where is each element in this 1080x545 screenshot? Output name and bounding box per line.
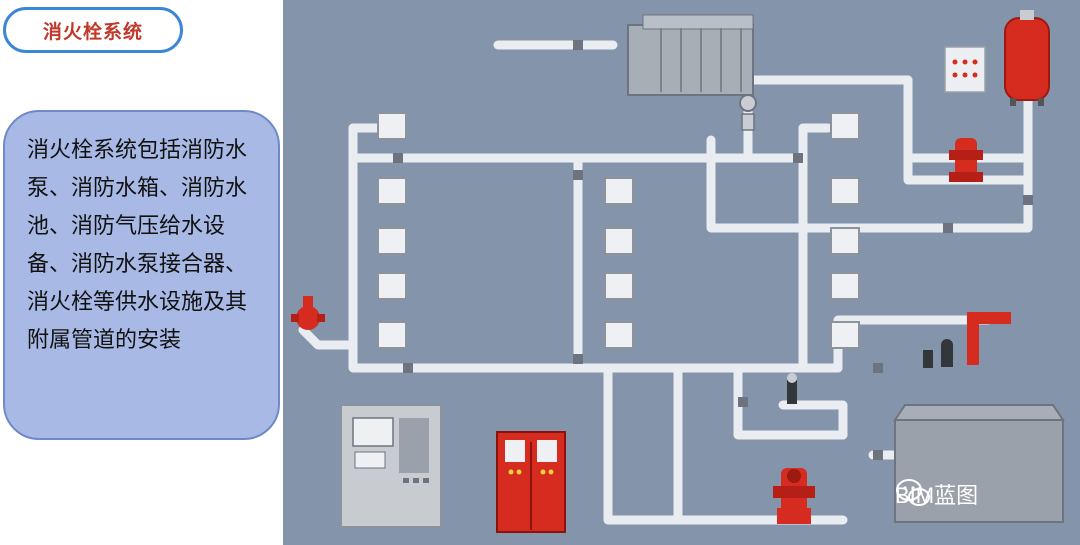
watermark: BIM蓝图 — [895, 478, 978, 510]
valves — [393, 40, 1033, 460]
regulating-pumps — [949, 138, 983, 182]
pressure-tank — [1004, 10, 1050, 106]
pump-adapter-right — [923, 312, 1011, 368]
description-text: 消火栓系统包括消防水泵、消防水箱、消防水池、消防气压给水设备、消防水泵接合器、消… — [27, 138, 248, 353]
fire-pump-control-cabinet — [496, 431, 566, 533]
hydrant-system-diagram: BIM蓝图 — [283, 0, 1080, 545]
left-panel: 消火栓系统 消火栓系统包括消防水泵、消防水箱、消防水池、消防气压给水设备、消防水… — [0, 0, 283, 545]
fire-pumps — [773, 468, 815, 524]
page-title: 消火栓系统 — [3, 7, 183, 53]
diagram-canvas — [291, 10, 1065, 533]
description-box: 消火栓系统包括消防水泵、消防水箱、消防水池、消防气压给水设备、消防水泵接合器、消… — [3, 110, 280, 440]
roof-water-tank — [627, 14, 754, 96]
wechat-icon — [896, 479, 930, 506]
pipe-network — [298, 40, 1033, 525]
hydrant-boxes — [377, 112, 860, 349]
pump-adapter-left — [291, 296, 325, 330]
control-cabinet-small — [944, 46, 986, 93]
fire-alarm-controller — [340, 404, 442, 528]
check-valve — [739, 94, 757, 131]
small-valve-unit — [787, 373, 797, 404]
